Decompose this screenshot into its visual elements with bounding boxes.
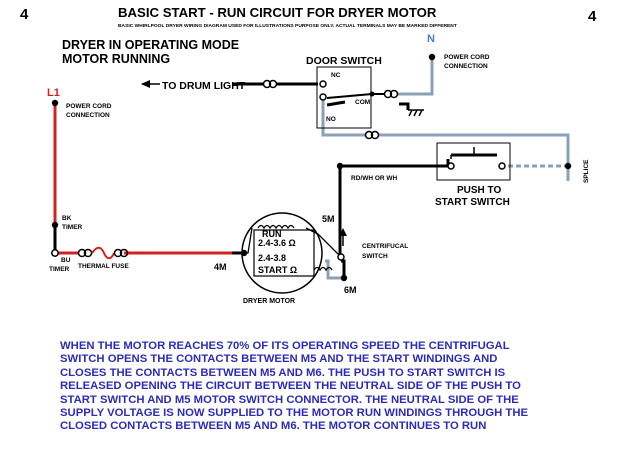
power-cord-connection-right-dot bbox=[428, 53, 436, 61]
rd-wh-junction-dot bbox=[336, 162, 344, 170]
m4-label: 4M bbox=[214, 262, 227, 272]
start-label: START Ω bbox=[258, 265, 297, 275]
push-to-start-switch-icon bbox=[447, 147, 506, 170]
push-to-start-switch-box bbox=[436, 142, 511, 181]
push-to-start-line1: PUSH TO bbox=[457, 185, 501, 196]
motor-internal-wiring bbox=[244, 227, 340, 256]
run-start-box bbox=[253, 229, 315, 277]
centrifugal-switch-arrow-icon bbox=[339, 228, 347, 246]
explanation-line: CLOSED CONTACTS BETWEEN M5 AND M6. THE M… bbox=[60, 420, 487, 433]
power-cord-left-line1: POWER CORD bbox=[66, 103, 112, 110]
splice-label: SPLICE bbox=[583, 159, 590, 183]
push-to-start-line2: START SWITCH bbox=[435, 197, 510, 208]
drum-light-label: TO DRUM LIGHT bbox=[162, 80, 246, 92]
power-cord-connection-left-dot bbox=[51, 99, 59, 107]
l1-label: L1 bbox=[47, 87, 60, 99]
thermal-fuse-label: THERMAL FUSE bbox=[78, 263, 129, 270]
ground-icon bbox=[408, 109, 424, 117]
explanation-line: CLOSES THE CONTACTS BETWEEN M5 AND M6. T… bbox=[60, 366, 506, 379]
centrifugal-switch-line1: CENTRIFUCAL bbox=[362, 243, 408, 250]
start-winding-icon bbox=[313, 266, 333, 272]
rd-wh-label: RD/WH OR WH bbox=[351, 175, 398, 182]
connector-icon bbox=[262, 79, 278, 89]
bu-timer-terminal bbox=[51, 249, 59, 257]
bk-timer-line2: TIMER bbox=[62, 224, 83, 231]
m5-label: 5M bbox=[322, 214, 335, 224]
explanation-line: SWITCH OPENS THE CONTACTS BETWEEN M5 AND… bbox=[60, 353, 498, 366]
explanation-line: WHEN THE MOTOR REACHES 70% OF ITS OPERAT… bbox=[60, 340, 510, 352]
bu-timer-line2: TIMER bbox=[49, 266, 70, 273]
drum-light-arrow-icon bbox=[141, 80, 160, 88]
power-cord-right-line2: CONNECTION bbox=[444, 63, 488, 70]
bu-timer-line1: BU bbox=[61, 257, 71, 264]
explanation-paragraph: WHEN THE MOTOR REACHES 70% OF ITS OPERAT… bbox=[60, 340, 590, 434]
door-switch-nc-label: NC bbox=[331, 72, 341, 79]
run-winding-icon bbox=[257, 224, 295, 230]
black-wiring bbox=[53, 82, 505, 278]
run-ohms-label: 2.4-3.6 Ω bbox=[258, 238, 296, 248]
connector-icon bbox=[383, 89, 399, 99]
state-line-2: MOTOR RUNNING bbox=[62, 52, 170, 66]
run-label: RUN bbox=[262, 229, 282, 239]
door-switch-no-label: NO bbox=[326, 116, 336, 123]
connector-icon bbox=[364, 130, 380, 140]
m5-terminal bbox=[337, 253, 345, 261]
thermal-fuse-icon bbox=[77, 246, 129, 260]
hot-wiring bbox=[53, 103, 232, 255]
bk-timer-line1: BK bbox=[62, 215, 72, 222]
neutral-label: N bbox=[427, 33, 435, 45]
neutral-wiring bbox=[321, 60, 570, 280]
explanation-line: RELEASED OPENING THE CIRCUIT BETWEEN THE… bbox=[60, 380, 521, 393]
power-cord-left-line2: CONNECTION bbox=[66, 112, 110, 119]
dryer-motor-label: DRYER MOTOR bbox=[243, 298, 295, 305]
start-ohms-label: 2.4-3.8 bbox=[258, 253, 286, 263]
door-switch-com-label: COM bbox=[355, 99, 370, 106]
page-subtitle: BASIC WHIRLPOOL DRYER WIRING DIAGRAM USE… bbox=[118, 23, 457, 29]
centrifugal-switch-line2: SWITCH bbox=[362, 253, 388, 260]
door-switch-box bbox=[316, 66, 372, 129]
dryer-motor-circle bbox=[241, 212, 323, 294]
state-line-1: DRYER IN OPERATING MODE bbox=[62, 38, 239, 52]
door-switch-contacts bbox=[319, 80, 385, 101]
power-cord-right-line1: POWER CORD bbox=[444, 54, 490, 61]
m6-label: 6M bbox=[344, 285, 357, 295]
splice-dot bbox=[564, 162, 572, 170]
explanation-line: SUPPLY VOLTAGE IS NOW SUPPLIED TO THE MO… bbox=[60, 407, 529, 420]
explanation-line: START SWITCH AND M5 MOTOR SWITCH CONNECT… bbox=[60, 393, 519, 406]
door-switch-label: DOOR SWITCH bbox=[306, 55, 382, 67]
bk-timer-dot bbox=[51, 221, 59, 229]
m6-terminal bbox=[340, 274, 348, 282]
page-number-left: 4 bbox=[20, 6, 29, 23]
page-number-right: 4 bbox=[588, 8, 597, 25]
page-title: BASIC START - RUN CIRCUIT FOR DRYER MOTO… bbox=[118, 5, 437, 20]
